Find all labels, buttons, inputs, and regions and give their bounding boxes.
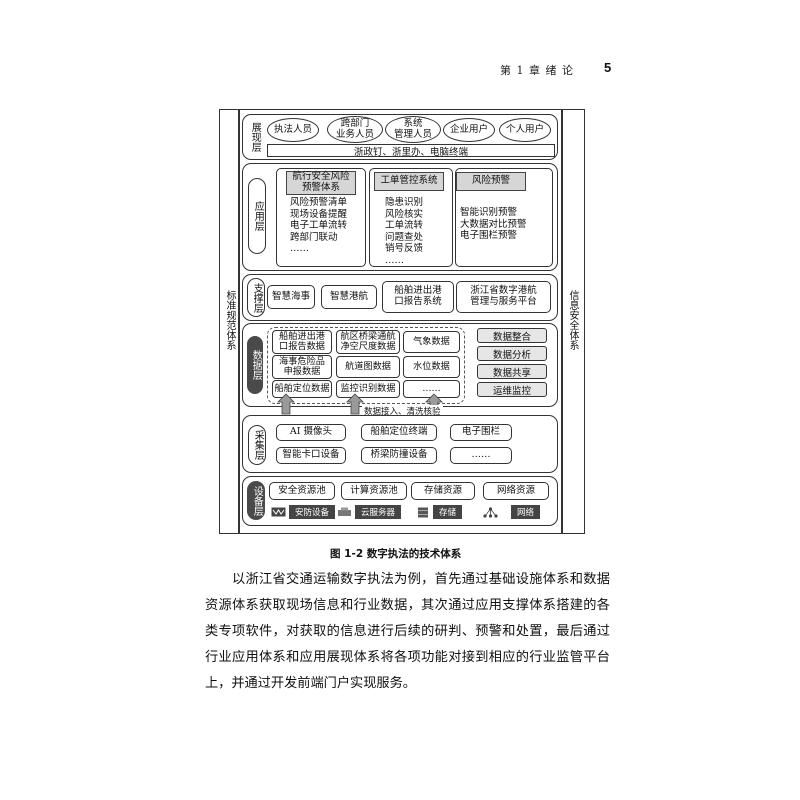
collect-ship-positioning: 船舶定位终端 (361, 424, 437, 441)
data-item: 监控识别数据 (336, 380, 400, 398)
support-zhejiang-port-platform: 浙江省数字港航 管理与服务平台 (456, 281, 551, 313)
resource-network: 网络 (483, 505, 541, 519)
support-layer: 支撑层 智慧海事 智慧港航 船舶进出港 口报告系统 浙江省数字港航 管理与服务平… (242, 274, 558, 321)
layer-label: 数据层 (247, 336, 263, 394)
support-smart-maritime: 智慧海事 (267, 285, 315, 309)
chapter-header: 第 1 章 绪 论 (500, 64, 574, 77)
app-title: 工单管控系统 (374, 172, 444, 191)
app-title: 风险预警 (456, 172, 526, 191)
collect-bridge-anticollision: 桥梁防撞设备 (361, 447, 437, 464)
layer-label: 采集层 (248, 425, 266, 465)
infrastructure-layer: 设备层 安全资源池 计算资源池 存储资源 网络资源 安防设备 云服务器 存储 网… (242, 476, 558, 526)
pool-security: 安全资源池 (269, 482, 335, 500)
collect-ai-camera: AI 摄像头 (276, 424, 346, 441)
layer-label: 设备层 (247, 481, 265, 520)
data-item: 水位数据 (403, 356, 460, 378)
data-item: 气象数据 (403, 331, 460, 353)
layer-label: 支撑层 (247, 278, 265, 317)
data-service-analysis: 数据分析 (477, 346, 547, 361)
pool-network: 网络资源 (483, 482, 549, 500)
camera-icon (271, 507, 286, 518)
resource-security-devices: 安防设备 (271, 505, 336, 519)
data-sources-group (267, 327, 465, 404)
data-service-ops-monitoring: 运维监控 (477, 382, 547, 397)
data-item: 航道图数据 (336, 356, 400, 378)
app-items: 风险预警清单 现场设备提醒 电子工单流转 跨部门联动 …… (290, 197, 348, 255)
support-port-report-system: 船舶进出港 口报告系统 (382, 281, 454, 313)
ingest-label: 数据接入、清洗核验 (362, 405, 443, 417)
pool-compute: 计算资源池 (341, 482, 407, 500)
app-items: 智能识别预警 大数据对比预警 电子围栏预警 (460, 207, 527, 242)
page-number: 5 (604, 60, 612, 75)
layer-label: 应用层 (248, 178, 266, 254)
collect-smart-checkpoint: 智能卡口设备 (276, 447, 346, 464)
data-item: 航区桥梁通航 净空尺度数据 (336, 330, 400, 354)
support-smart-port: 智慧港航 (321, 285, 377, 309)
up-arrow-icon (346, 393, 364, 415)
up-arrow-icon (277, 393, 295, 415)
pool-storage: 存储资源 (411, 482, 475, 500)
terminal-bar: 浙政钉、浙里办、电脑终端 (267, 144, 555, 158)
layer-label: 展现层 (249, 122, 261, 152)
left-divider (238, 109, 240, 533)
collect-more: …… (450, 447, 512, 464)
network-icon (483, 506, 498, 518)
resource-storage: 存储 (415, 505, 463, 519)
storage-icon (415, 507, 430, 518)
application-layer: 应用层 航行安全风险 预警体系 风险预警清单 现场设备提醒 电子工单流转 跨部门… (242, 163, 558, 271)
resource-cloud-servers: 云服务器 (337, 505, 402, 519)
data-service-integration: 数据整合 (477, 328, 547, 343)
data-layer: 数据层 船舶进出港 口报告数据 航区桥梁通航 净空尺度数据 气象数据 海事危险品… (242, 323, 558, 407)
app-title: 航行安全风险 预警体系 (286, 171, 356, 195)
user-system-admin: 系统 管理人员 (385, 116, 441, 143)
data-item: 船舶定位数据 (272, 380, 332, 398)
user-individual: 个人用户 (499, 118, 551, 142)
presentation-layer: 展现层 执法人员 跨部门 业务人员 系统 管理人员 企业用户 个人用户 浙政钉、… (242, 114, 558, 160)
body-paragraph: 以浙江省交通运输数字执法为例，首先通过基础设施体系和数据资源体系获取现场信息和行… (205, 572, 610, 691)
user-cross-department: 跨部门 业务人员 (327, 116, 383, 143)
user-enterprise: 企业用户 (443, 118, 495, 142)
right-divider (561, 109, 563, 533)
standards-system-label: 标准规范体系 (224, 290, 235, 350)
user-law-enforcement: 执法人员 (267, 118, 319, 142)
app-items: 隐患识别 风险核实 工单流转 问题查处 销号反馈 …… (385, 197, 424, 266)
server-icon (337, 507, 352, 518)
data-item: 海事危险品 申报数据 (272, 355, 332, 379)
data-service-sharing: 数据共享 (477, 364, 547, 379)
figure-frame (219, 109, 585, 534)
figure-caption: 图 1-2 数字执法的技术体系 (330, 548, 462, 560)
collection-layer: 采集层 AI 摄像头 船舶定位终端 电子围栏 智能卡口设备 桥梁防撞设备 …… (242, 415, 558, 473)
security-system-label: 信息安全体系 (567, 290, 578, 350)
data-item: 船舶进出港 口报告数据 (272, 330, 332, 354)
collect-electronic-fence: 电子围栏 (450, 424, 512, 441)
